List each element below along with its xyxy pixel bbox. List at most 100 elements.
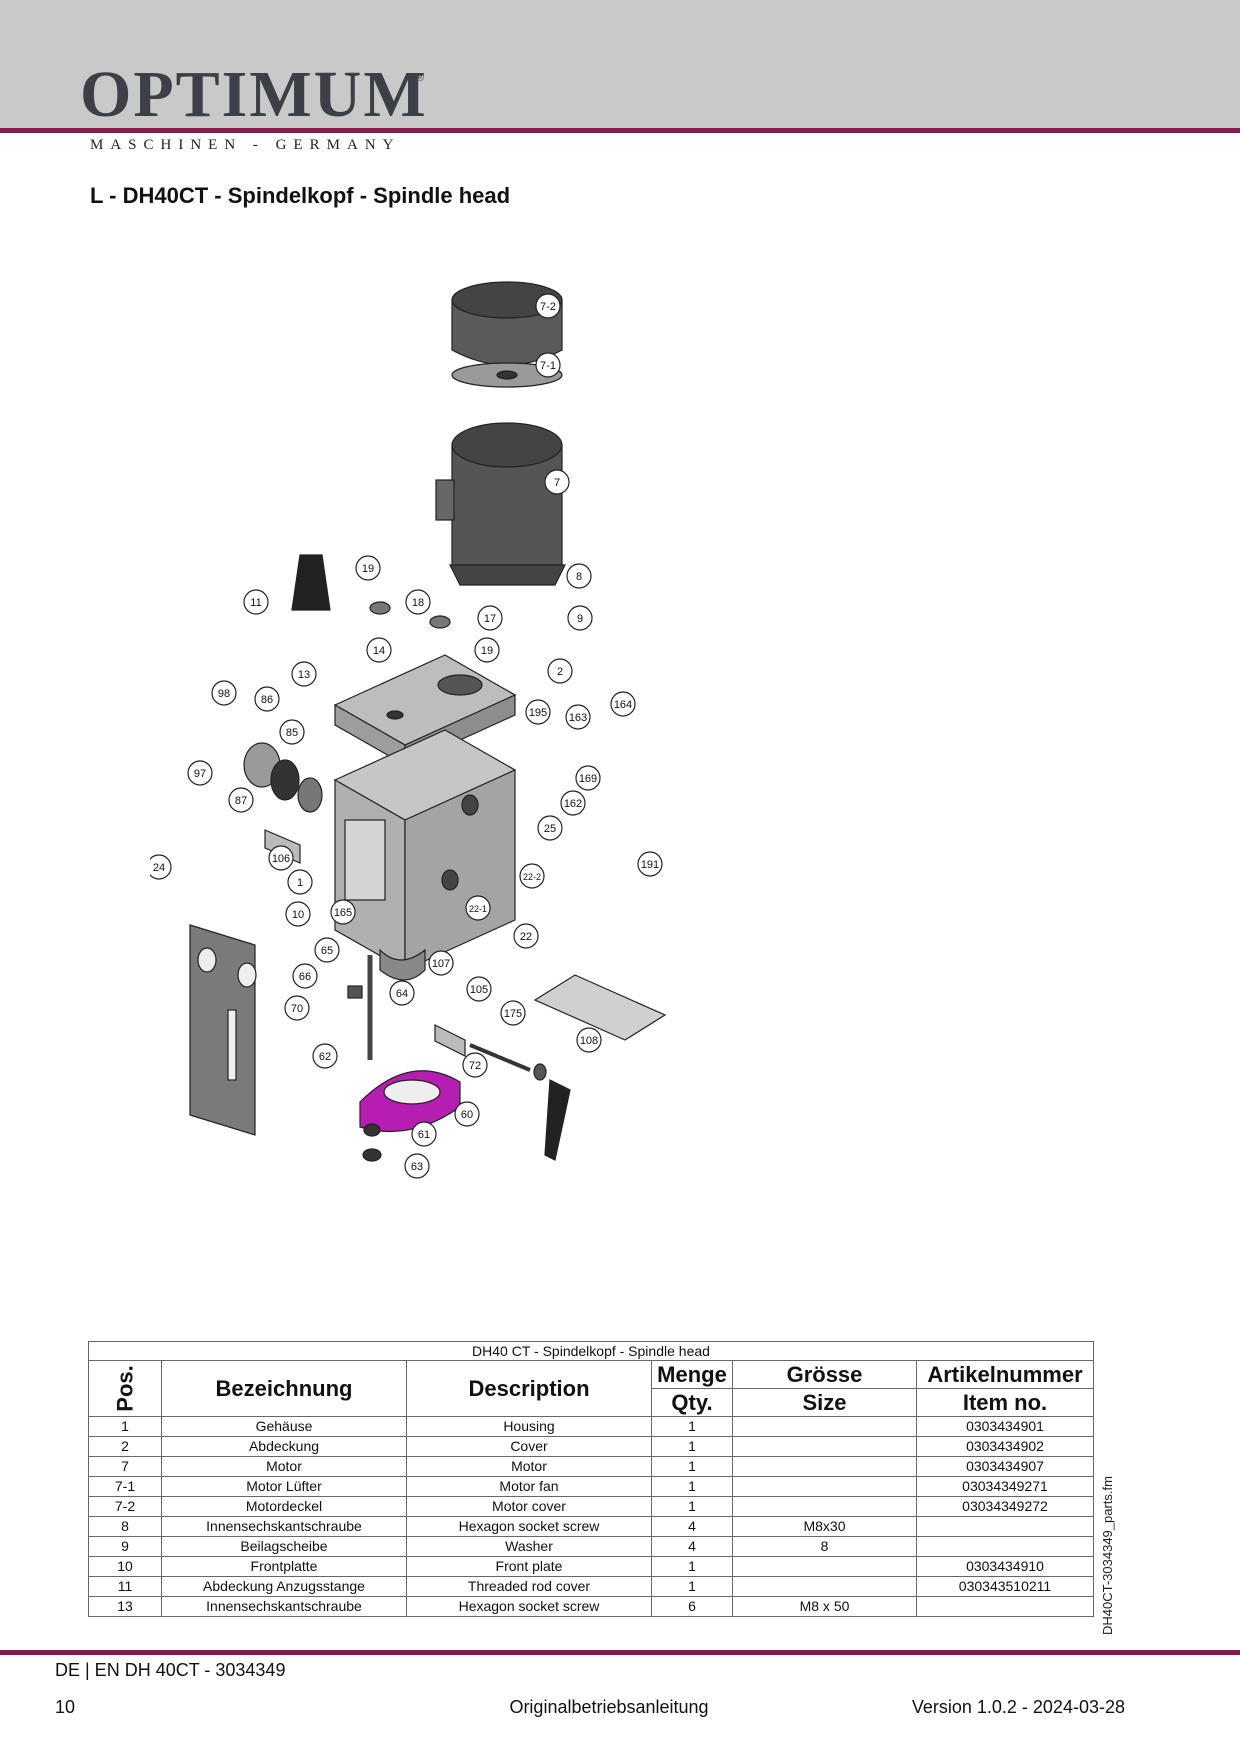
callout-22-2: 22-2 xyxy=(519,863,545,889)
callout-2: 2 xyxy=(547,658,573,684)
callout-7-2: 7-2 xyxy=(535,293,561,319)
size-cell: M8x30 xyxy=(732,1516,917,1537)
header-rule xyxy=(0,128,1240,133)
description-cell: Threaded rod cover xyxy=(406,1576,652,1597)
callout-98: 98 xyxy=(211,680,237,706)
qty-cell: 1 xyxy=(651,1496,733,1517)
pos-cell: 11 xyxy=(88,1576,162,1597)
callout-191: 191 xyxy=(637,851,663,877)
callout-9: 9 xyxy=(567,605,593,631)
header-bezeichnung: Bezeichnung xyxy=(161,1360,407,1417)
callout-97: 97 xyxy=(187,760,213,786)
page-number: 10 xyxy=(55,1697,76,1717)
callout-label: 106 xyxy=(272,853,290,865)
pos-cell: 7-1 xyxy=(88,1476,162,1497)
callout-106: 106 xyxy=(268,845,294,871)
bezeichnung-cell: Innensechskantschraube xyxy=(161,1596,407,1617)
size-cell xyxy=(732,1476,917,1497)
callout-label: 7-2 xyxy=(540,301,556,313)
threaded-rod-cover-part xyxy=(291,554,331,611)
callout-label: 64 xyxy=(396,988,408,1000)
item-number-cell: 0303434902 xyxy=(916,1436,1094,1457)
callout-label: 175 xyxy=(504,1008,522,1020)
callout-17: 17 xyxy=(477,605,503,631)
header-qty: Qty. xyxy=(651,1388,733,1417)
qty-cell: 4 xyxy=(651,1536,733,1557)
parts-table: DH40 CT - Spindelkopf - Spindle head Pos… xyxy=(88,1341,1094,1617)
callout-label: 25 xyxy=(544,823,556,835)
description-cell: Motor cover xyxy=(406,1496,652,1517)
qty-cell: 4 xyxy=(651,1516,733,1537)
nut-part xyxy=(362,1148,382,1162)
header-item: Item no. xyxy=(916,1388,1094,1417)
callout-label: 17 xyxy=(484,613,496,625)
callout-61: 61 xyxy=(411,1121,437,1147)
callout-label: 19 xyxy=(481,645,493,657)
size-cell xyxy=(732,1556,917,1577)
washer-part xyxy=(533,1063,547,1081)
qty-cell: 1 xyxy=(651,1416,733,1437)
bezeichnung-cell: Motor Lüfter xyxy=(161,1476,407,1497)
item-number-cell: 0303434901 xyxy=(916,1416,1094,1437)
callout-label: 22 xyxy=(520,931,532,943)
header-band xyxy=(0,0,1240,128)
description-cell: Hexagon socket screw xyxy=(406,1596,652,1617)
item-number-cell: 0303434910 xyxy=(916,1556,1094,1577)
item-number-cell: 030343510211 xyxy=(916,1576,1094,1597)
callout-label: 105 xyxy=(470,984,488,996)
bezeichnung-cell: Innensechskantschraube xyxy=(161,1516,407,1537)
callout-label: 60 xyxy=(461,1109,473,1121)
description-cell: Motor fan xyxy=(406,1476,652,1497)
callout-19: 19 xyxy=(474,637,500,663)
description-cell: Housing xyxy=(406,1416,652,1437)
header-description: Description xyxy=(406,1360,652,1417)
callout-label: 65 xyxy=(321,945,333,957)
header-pos: Pos. xyxy=(88,1360,162,1417)
footer-language-model: DE | EN DH 40CT - 3034349 xyxy=(55,1660,286,1680)
callout-72: 72 xyxy=(462,1052,488,1078)
size-cell: 8 xyxy=(732,1536,917,1557)
callout-60: 60 xyxy=(454,1101,480,1127)
description-cell: Washer xyxy=(406,1536,652,1557)
bezeichnung-cell: Beilagscheibe xyxy=(161,1536,407,1557)
callout-label: 86 xyxy=(261,694,273,706)
pos-cell: 13 xyxy=(88,1596,162,1617)
qty-cell: 1 xyxy=(651,1456,733,1477)
bezeichnung-cell: Abdeckung Anzugsstange xyxy=(161,1576,407,1597)
pos-cell: 1 xyxy=(88,1416,162,1437)
callout-label: 7 xyxy=(554,477,560,489)
qty-cell: 6 xyxy=(651,1596,733,1617)
lever-part xyxy=(544,1079,571,1161)
registered-mark: ® xyxy=(416,72,425,84)
callout-label: 169 xyxy=(579,773,597,785)
callout-175: 175 xyxy=(500,1000,526,1026)
motor-part xyxy=(435,422,566,586)
callout-label: 13 xyxy=(298,669,310,681)
callout-1: 1 xyxy=(287,869,313,895)
item-number-cell: 0303434907 xyxy=(916,1456,1094,1477)
callout-86: 86 xyxy=(254,686,280,712)
callout-label: 165 xyxy=(334,907,352,919)
callout-label: 14 xyxy=(373,645,385,657)
file-reference: DH40CT-3034349_parts.fm xyxy=(1100,1476,1115,1635)
item-number-cell xyxy=(916,1516,1094,1537)
callout-label: 10 xyxy=(292,909,304,921)
callout-24: 24 xyxy=(150,854,172,880)
pos-cell: 7 xyxy=(88,1456,162,1477)
callout-165: 165 xyxy=(330,899,356,925)
callout-label: 18 xyxy=(412,597,424,609)
callout-label: 97 xyxy=(194,768,206,780)
clamp-ring-part xyxy=(359,1070,461,1133)
callout-label: 85 xyxy=(286,727,298,739)
callout-label: 66 xyxy=(299,971,311,983)
header-artikel: Artikelnummer xyxy=(916,1360,1094,1389)
callout-22: 22 xyxy=(513,923,539,949)
callout-195: 195 xyxy=(525,699,551,725)
pos-cell: 8 xyxy=(88,1516,162,1537)
callout-163: 163 xyxy=(565,704,591,730)
shaft-part xyxy=(469,1043,531,1072)
motor-fan-part xyxy=(451,362,563,388)
